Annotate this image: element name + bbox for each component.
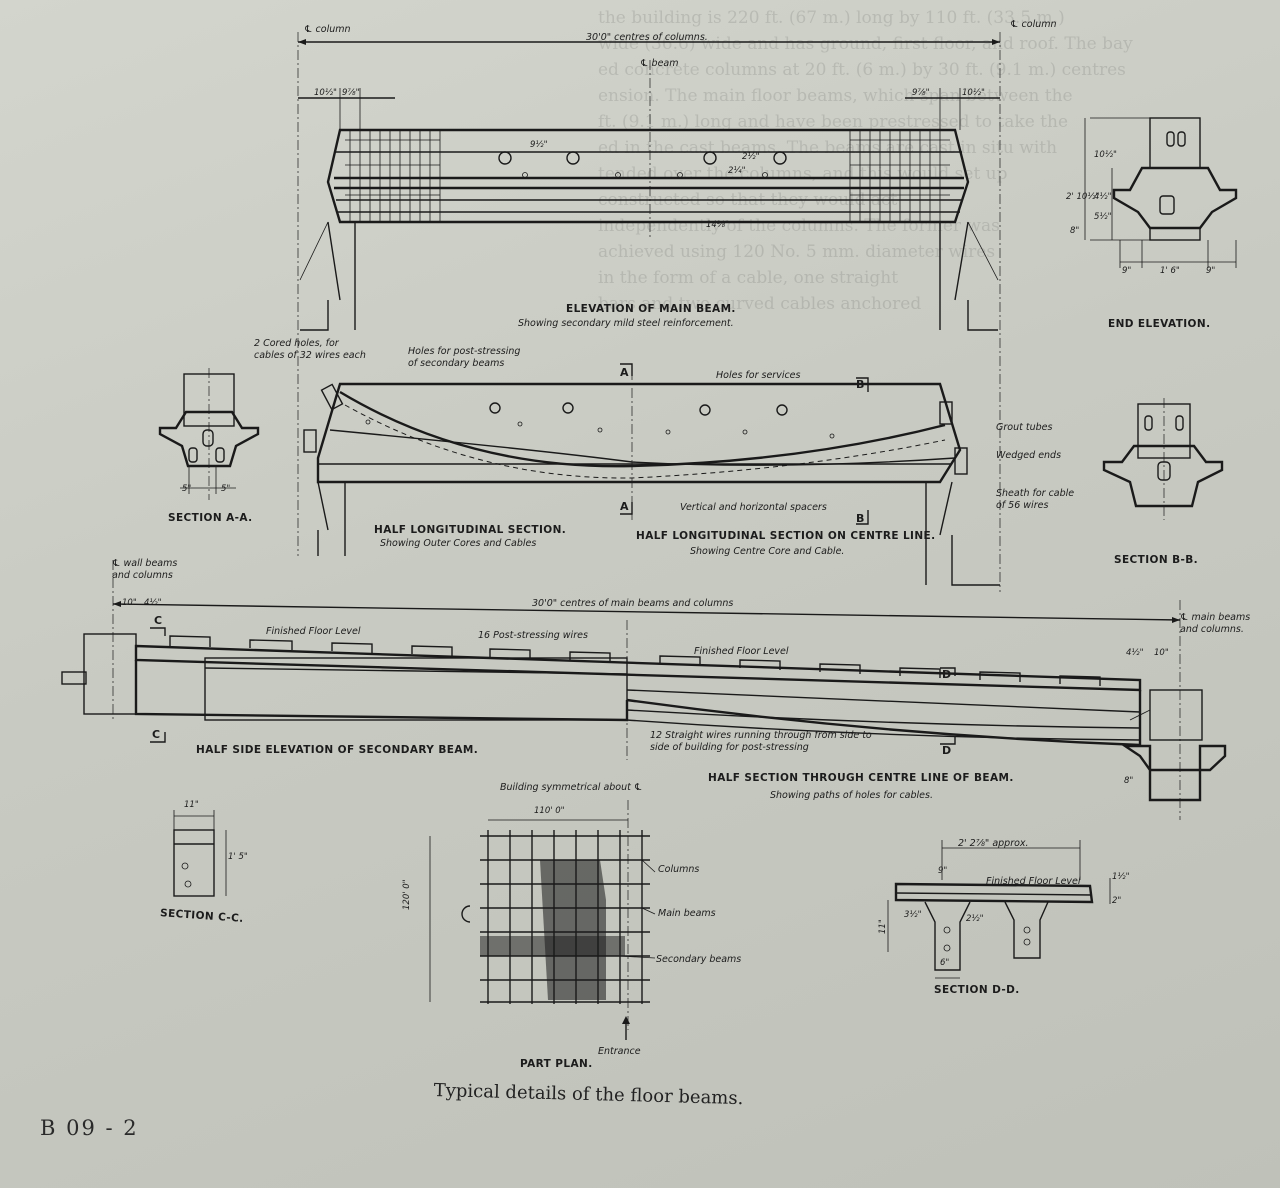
note-building-symmetrical: Building symmetrical about ℄: [500, 782, 643, 793]
dim-label: 5": [221, 484, 231, 494]
part-plan-title: PART PLAN.: [520, 1058, 593, 1070]
dim-label: 11": [878, 919, 888, 934]
span-label-main: 30'0" centres of columns.: [586, 32, 708, 43]
half-longitudinal-subtitle: Showing Outer Cores and Cables: [380, 538, 537, 549]
secondary-beam-elevation-title: HALF SIDE ELEVATION OF SECONDARY BEAM.: [196, 744, 479, 756]
floor-level-right: Finished Floor Level: [694, 646, 789, 657]
dim-label: 10": [122, 598, 137, 608]
dim-label: 2' 10½": [1066, 192, 1100, 202]
centre-line-beam-section-subtitle: Showing paths of holes for cables.: [770, 790, 933, 801]
dim-label: 2": [1112, 896, 1122, 906]
centre-line-section-title: HALF LONGITUDINAL SECTION ON CENTRE LINE…: [636, 530, 936, 542]
dim-label: 9": [938, 866, 948, 876]
half-longitudinal-sections: [303, 363, 1000, 586]
section-d-d-drawing: [887, 840, 1111, 979]
dim-label: 2½": [966, 914, 984, 924]
section-marker-c: C: [154, 614, 163, 627]
main-beam-subtitle: Showing secondary mild steel reinforceme…: [518, 318, 734, 329]
section-marker-b: B: [856, 512, 865, 525]
floor-level-d-d: Finished Floor Level: [986, 876, 1081, 887]
dim-label: 110' 0": [534, 806, 565, 816]
dim-label: 5½": [1094, 212, 1112, 222]
column-label-right: ℄ column: [1010, 19, 1057, 30]
note-16-wires: 16 Post-stressing wires: [478, 630, 588, 641]
end-elevation: [1084, 117, 1238, 268]
section-marker-c: C: [152, 728, 161, 741]
dim-label: 2' 2⅞" approx.: [958, 838, 1029, 849]
note-sheath: Sheath for cable of 56 wires: [996, 488, 1075, 511]
dim-label: 8": [1124, 776, 1134, 786]
floor-level-left: Finished Floor Level: [266, 626, 361, 637]
secondary-beam-drawing: [61, 560, 1227, 820]
note-grout-tubes: Grout tubes: [996, 422, 1053, 433]
dim-label: 120' 0": [402, 879, 412, 910]
dim-label: 10½": [1094, 150, 1117, 160]
dim-label: 9⅞": [342, 88, 360, 98]
dim-label: 10": [1154, 648, 1169, 658]
dim-label: 9": [1122, 266, 1132, 276]
dim-label: 9": [1206, 266, 1216, 276]
label-columns: Columns: [658, 864, 700, 875]
dim-label: 11": [184, 800, 199, 810]
dim-label: 1' 5": [228, 852, 248, 862]
dim-label: 2½": [742, 152, 760, 162]
dim-label: 14⅜": [706, 220, 729, 230]
dim-label: 3½": [904, 910, 922, 920]
note-wedged-ends: Wedged ends: [996, 450, 1062, 461]
beam-centerline-label: ℄ beam: [640, 58, 679, 69]
part-plan-drawing: [429, 800, 656, 1040]
dim-label: 8": [1070, 226, 1080, 236]
page-number: B 09 - 2: [40, 1116, 139, 1140]
section-b-b-drawing: [1102, 398, 1224, 520]
section-d-d-title: SECTION D-D.: [934, 984, 1020, 996]
dim-label: 2¼": [728, 166, 746, 176]
label-entrance: Entrance: [598, 1046, 641, 1057]
dim-label: 4½": [1094, 192, 1112, 202]
wall-beams-label: ℄ wall beams and columns: [112, 558, 178, 581]
column-label-left: ℄ column: [304, 24, 351, 35]
dim-label: 9½": [530, 140, 548, 150]
dim-label: 9⅞": [912, 88, 930, 98]
note-12-wires: 12 Straight wires running through from s…: [650, 730, 872, 753]
note-spacers: Vertical and horizontal spacers: [680, 502, 827, 513]
section-marker-a: A: [620, 500, 629, 513]
half-longitudinal-title: HALF LONGITUDINAL SECTION.: [374, 524, 567, 536]
main-beam-elevation: [297, 32, 1001, 592]
note-cored-holes: 2 Cored holes, for cables of 32 wires ea…: [254, 338, 366, 361]
section-a-a-drawing: [158, 368, 260, 500]
dim-label: 1½": [1112, 872, 1130, 882]
dim-label: 1' 6": [1160, 266, 1180, 276]
centre-line-section-subtitle: Showing Centre Core and Cable.: [690, 546, 845, 557]
section-marker-a: A: [620, 366, 629, 379]
section-marker-b: B: [856, 378, 865, 391]
centre-line-beam-section-title: HALF SECTION THROUGH CENTRE LINE OF BEAM…: [708, 772, 1014, 784]
dim-label: 4½": [1126, 648, 1144, 658]
dim-label: 10½": [314, 88, 337, 98]
main-beams-label: ℄ main beams and columns.: [1180, 612, 1251, 635]
dim-label: 6": [940, 958, 950, 968]
section-a-a-title: SECTION A-A.: [168, 512, 253, 524]
dim-label: 4½": [144, 598, 162, 608]
dim-label: 10½": [962, 88, 985, 98]
span-label-secondary: 30'0" centres of main beams and columns: [532, 598, 734, 609]
main-beam-title: ELEVATION OF MAIN BEAM.: [566, 303, 736, 315]
end-elevation-title: END ELEVATION.: [1108, 318, 1211, 330]
note-service-holes: Holes for services: [716, 370, 801, 381]
note-post-stressing-holes: Holes for post-stressing of secondary be…: [408, 346, 521, 369]
label-main-beams: Main beams: [658, 908, 716, 919]
section-c-c-drawing: [173, 810, 227, 897]
label-secondary-beams: Secondary beams: [656, 954, 742, 965]
section-marker-d: D: [942, 744, 952, 757]
section-marker-d: D: [942, 668, 952, 681]
dim-label: 5": [182, 484, 192, 494]
section-b-b-title: SECTION B-B.: [1114, 554, 1199, 566]
